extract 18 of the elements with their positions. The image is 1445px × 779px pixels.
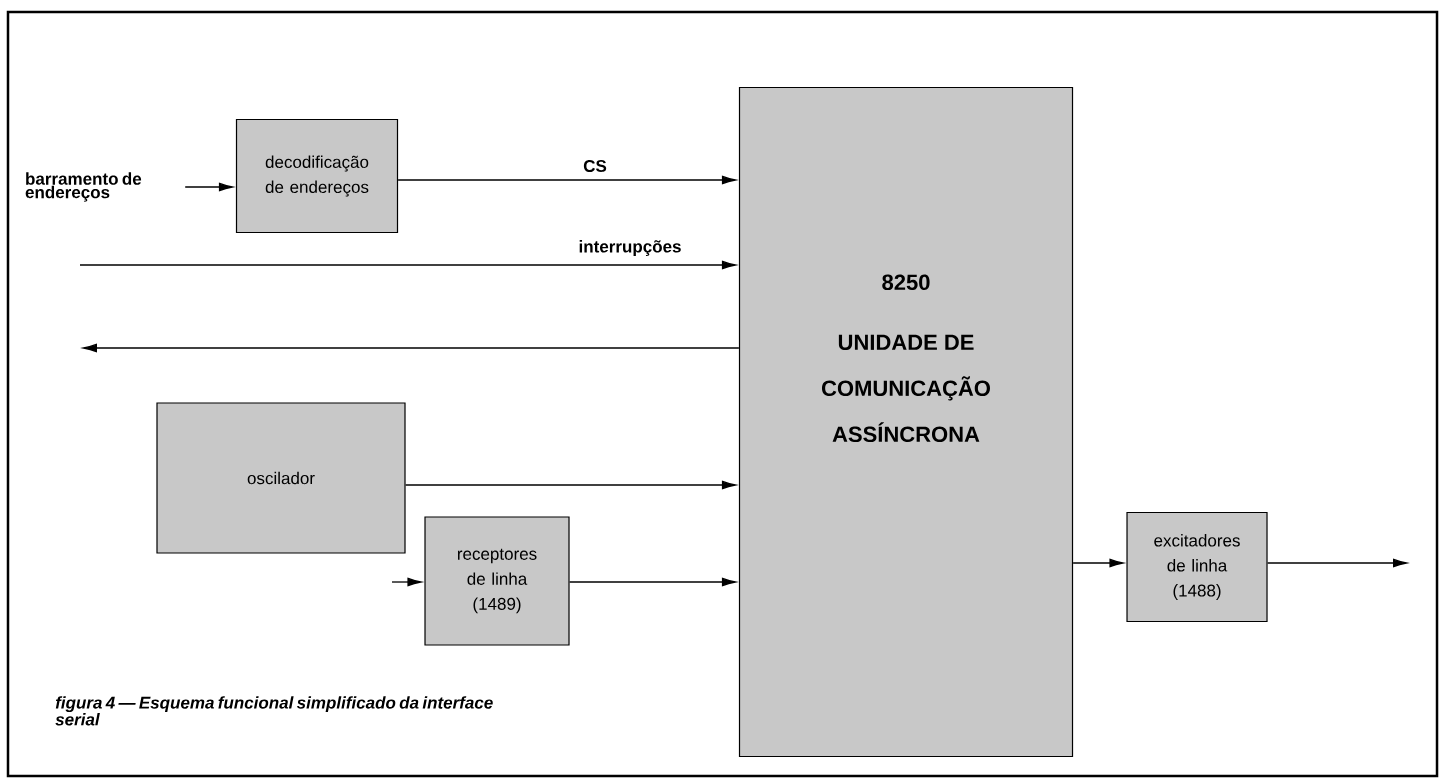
signal-label: CS — [582, 159, 608, 173]
arrow — [1072, 558, 1124, 568]
arrow — [79, 260, 736, 270]
arrow — [83, 343, 740, 353]
process-box: oscilador — [156, 402, 406, 554]
process-box: excitadores de linha (1488) — [1126, 511, 1268, 623]
arrow — [391, 577, 422, 587]
arrow — [1266, 558, 1407, 568]
arrow — [568, 577, 736, 587]
arrow — [184, 182, 233, 192]
signal-label: interrupções — [577, 239, 683, 257]
process-box: receptores de linha (1489) — [424, 516, 570, 646]
process-box: 8250 UNIDADE DE COMUNICAÇÃO ASSÍNCRONA — [738, 86, 1074, 758]
arrow — [397, 175, 736, 185]
caption: figura 4 — Esquema funcional simplificado da interface serial — [55, 696, 493, 726]
arrow — [404, 480, 736, 490]
process-box: decodificação de endereços — [235, 118, 399, 234]
bus-label: barramento de endereços — [25, 172, 142, 202]
